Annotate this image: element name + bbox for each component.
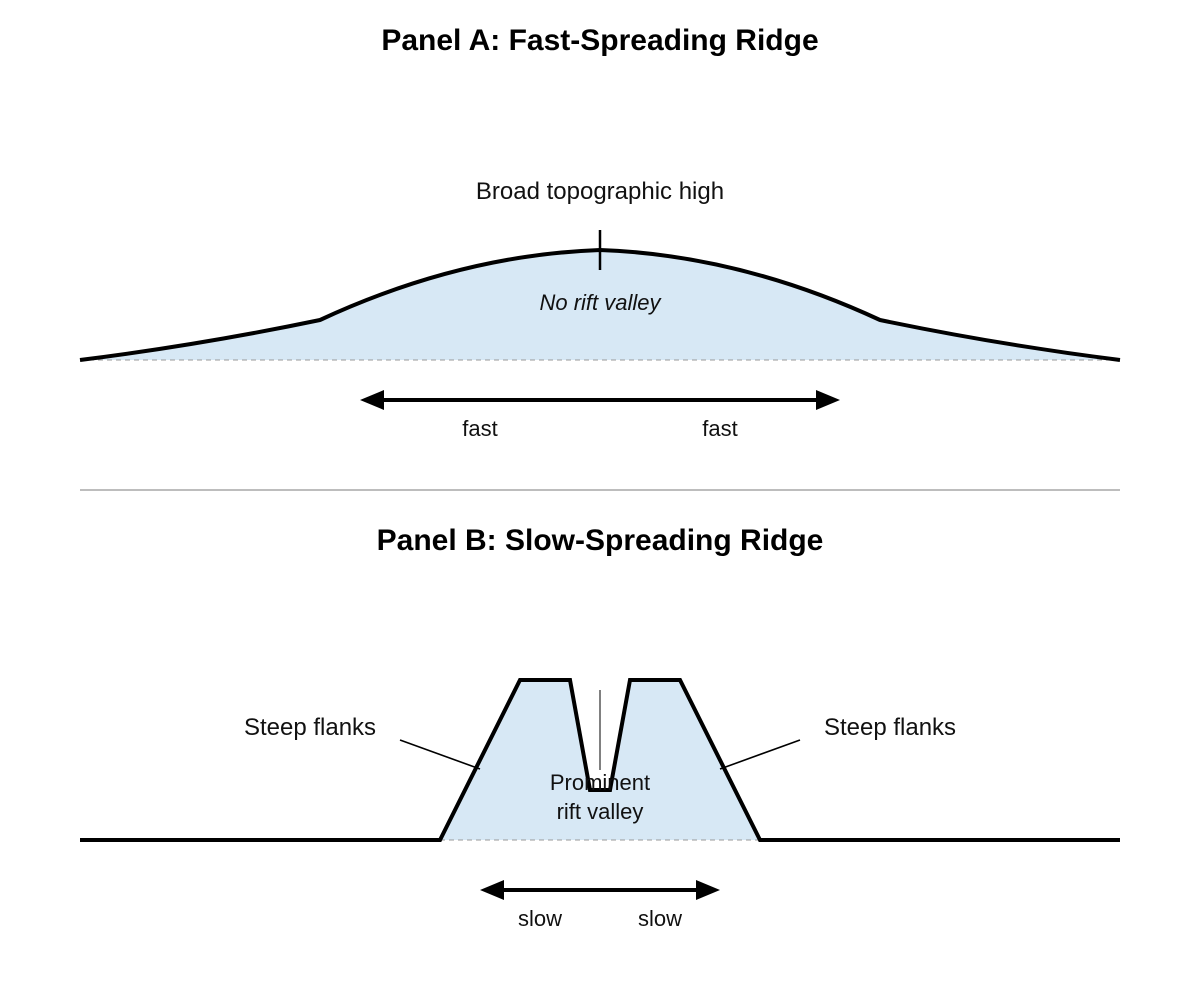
panel-b-flank-right-leader (719, 739, 801, 770)
panel-a-title: Panel A: Fast-Spreading Ridge (381, 24, 818, 57)
panel-b-ridge-profile (80, 678, 1120, 842)
panel-b-arrow-right-label: slow (638, 906, 682, 931)
panel-b-title: Panel B: Slow-Spreading Ridge (377, 524, 824, 557)
panel-a-arrow-left-label: fast (462, 416, 497, 441)
panel-a-crest-label: Broad topographic high (476, 178, 724, 205)
panel-b-arrow-head-left (480, 880, 504, 900)
panel-b-flank-right-label: Steep flanks (824, 714, 956, 741)
panel-b-flank-left-label: Steep flanks (244, 714, 376, 741)
panel-b-rift-label-line2: rift valley (557, 799, 644, 824)
panel-b-arrow-left-label: slow (518, 906, 562, 931)
panel-a-ridge-fill (80, 250, 1120, 360)
panel-a: Panel A: Fast-Spreading Ridge Broad topo… (79, 24, 1121, 441)
panel-a-arrow-head-right (816, 390, 840, 410)
panel-b-flank-left-leader (399, 739, 481, 770)
panel-b-arrow-head-right (696, 880, 720, 900)
panel-b-spreading-arrow (480, 880, 720, 900)
panel-a-arrow-right-label: fast (702, 416, 737, 441)
panel-b-rift-label-line1: Prominent (550, 770, 650, 795)
panel-b-ridge-fill (440, 680, 760, 840)
panel-a-spreading-arrow (360, 390, 840, 410)
panel-a-valley-label: No rift valley (539, 290, 662, 315)
panel-a-arrow-head-left (360, 390, 384, 410)
panel-b: Panel B: Slow-Spreading Ridge Steep flan… (80, 524, 1120, 931)
